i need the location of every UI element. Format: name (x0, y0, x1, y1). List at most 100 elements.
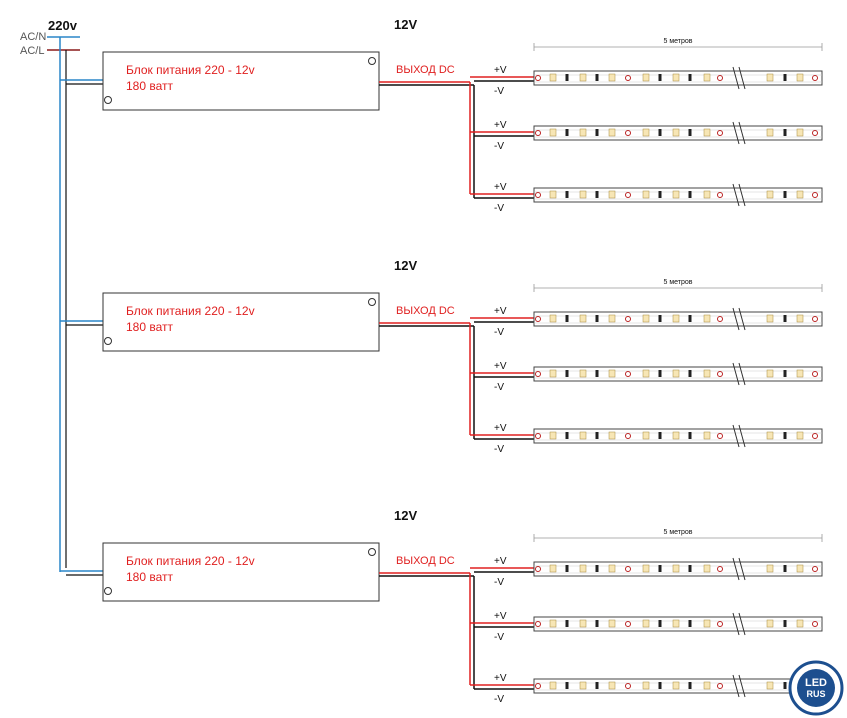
led-chip (642, 619, 650, 628)
solder-pad (717, 433, 723, 439)
resistor (595, 129, 599, 136)
resistor (783, 74, 787, 81)
resistor (658, 191, 662, 198)
mounting-hole (104, 587, 112, 595)
negative-terminal-label: -V (494, 444, 504, 455)
led-chip (642, 190, 650, 199)
solder-pad (717, 621, 723, 627)
led-chip (796, 314, 804, 323)
led-chip (703, 564, 711, 573)
led-chip (672, 681, 680, 690)
led-chip (672, 369, 680, 378)
resistor (595, 620, 599, 627)
dc-output-label: ВЫХОД DC (396, 64, 455, 76)
led-chip (608, 369, 616, 378)
solder-pad (535, 433, 541, 439)
resistor (595, 682, 599, 689)
solder-pad (625, 371, 631, 377)
resistor (595, 370, 599, 377)
psu-label: Блок питания 220 - 12v (126, 554, 255, 568)
length-label: 5 метров (663, 529, 692, 536)
mounting-hole (368, 298, 376, 306)
led-chip (703, 681, 711, 690)
solder-pad (717, 130, 723, 136)
led-chip (796, 73, 804, 82)
resistor (783, 315, 787, 322)
solder-pad (812, 130, 818, 136)
resistor (658, 370, 662, 377)
solder-pad (812, 566, 818, 572)
solder-pad (717, 192, 723, 198)
dc-voltage-label: 12V (394, 258, 417, 273)
led-strip-branch: +V-V (470, 611, 823, 643)
led-chip (766, 564, 774, 573)
negative-terminal-label: -V (494, 86, 504, 97)
solder-pad (535, 192, 541, 198)
led-chip (796, 619, 804, 628)
strip-break-mark (738, 66, 746, 90)
solder-pad (812, 316, 818, 322)
negative-terminal-label: -V (494, 577, 504, 588)
strip-break-mark (732, 424, 740, 448)
led-chip (703, 128, 711, 137)
solder-pad (812, 621, 818, 627)
led-chip (549, 564, 557, 573)
positive-terminal-label: +V (494, 306, 507, 317)
solder-pad (625, 192, 631, 198)
resistor (783, 432, 787, 439)
led-chip (642, 431, 650, 440)
led-chip (642, 369, 650, 378)
led-strip-branch: +V-V (470, 361, 823, 393)
length-label: 5 метров (663, 38, 692, 45)
strip-break-mark (738, 307, 746, 331)
psu-power-label: 180 ватт (126, 320, 174, 334)
led-chip (703, 369, 711, 378)
led-chip (642, 314, 650, 323)
led-strip-branch: +V -V (470, 65, 823, 97)
negative-terminal-label: -V (494, 694, 504, 705)
led-chip (549, 314, 557, 323)
led-chip (796, 369, 804, 378)
strip-break-mark (732, 307, 740, 331)
solder-pad (535, 566, 541, 572)
resistor (688, 565, 692, 572)
solder-pad (625, 433, 631, 439)
led-chip (766, 128, 774, 137)
length-label: 5 метров (663, 279, 692, 286)
led-chip (579, 314, 587, 323)
led-chip (608, 681, 616, 690)
led-strip-branch: +V -V (470, 423, 823, 455)
strip-break-mark (732, 674, 740, 698)
resistor (783, 682, 787, 689)
led-chip (579, 369, 587, 378)
dc-voltage-label: 12V (394, 508, 417, 523)
negative-terminal-label: -V (494, 327, 504, 338)
solder-pad (535, 683, 541, 689)
led-chip (608, 431, 616, 440)
resistor (688, 370, 692, 377)
positive-terminal-label: +V (494, 65, 507, 76)
resistor (688, 74, 692, 81)
led-chip (642, 128, 650, 137)
resistor (565, 129, 569, 136)
led-chip (672, 431, 680, 440)
led-chip (642, 681, 650, 690)
negative-terminal-label: -V (494, 632, 504, 643)
solder-pad (717, 566, 723, 572)
resistor (595, 565, 599, 572)
resistor (658, 682, 662, 689)
mounting-hole (368, 548, 376, 556)
led-chip (549, 190, 557, 199)
resistor (595, 191, 599, 198)
strip-break-mark (738, 183, 746, 207)
led-chip (608, 128, 616, 137)
logo-text: LED (805, 677, 827, 689)
resistor (658, 315, 662, 322)
led-chip (703, 190, 711, 199)
dc-output-label: ВЫХОД DC (396, 305, 455, 317)
positive-terminal-label: +V (494, 423, 507, 434)
neutral-label: AC/N (20, 31, 46, 43)
led-chip (766, 190, 774, 199)
resistor (658, 620, 662, 627)
resistor (658, 129, 662, 136)
